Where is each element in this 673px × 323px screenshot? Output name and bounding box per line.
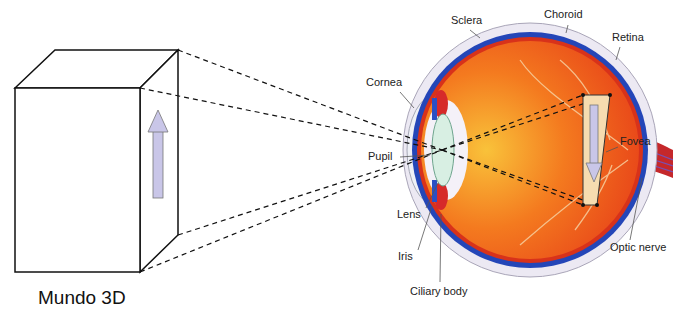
retinal-image	[581, 93, 612, 207]
part-label: Optic nerve	[610, 241, 666, 253]
part-label: Lens	[397, 208, 421, 220]
part-label: Retina	[612, 31, 644, 43]
projection-rays	[140, 50, 610, 272]
part-label: Iris	[398, 250, 413, 262]
part-label: Sclera	[451, 14, 482, 26]
cube	[15, 50, 178, 272]
eyeball	[403, 23, 673, 277]
part-label: Fovea	[620, 135, 651, 147]
caption-label: Mundo 3D	[38, 288, 126, 309]
part-label: Pupil	[368, 150, 392, 162]
leader-lines	[400, 25, 642, 282]
part-label: Cornea	[366, 76, 402, 88]
part-label: Choroid	[544, 8, 583, 20]
upright-arrow	[148, 110, 168, 198]
part-label: Ciliary body	[410, 285, 467, 297]
